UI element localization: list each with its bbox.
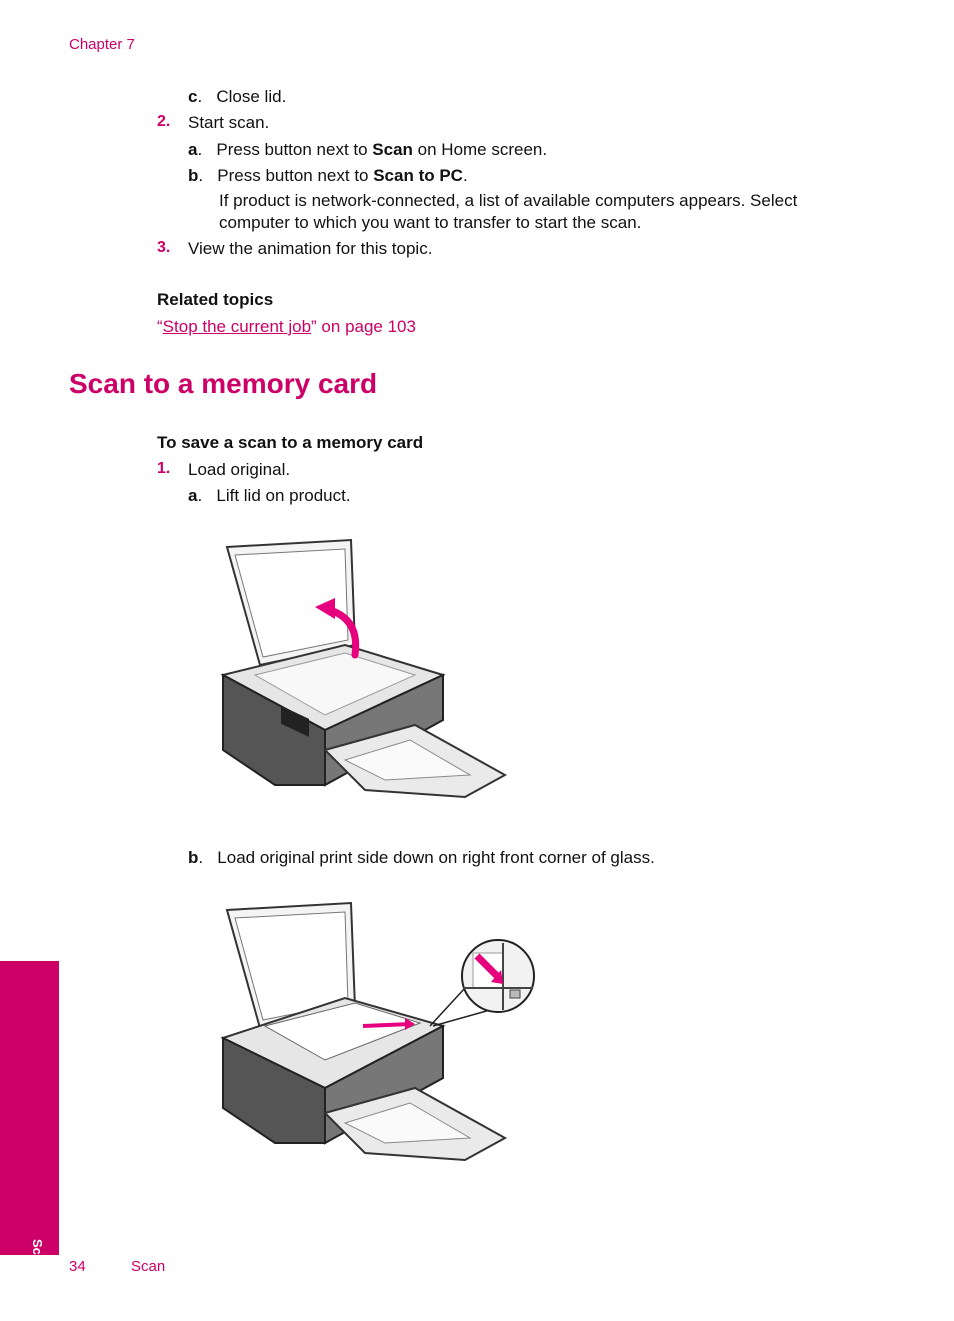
step-3-number: 3. xyxy=(157,239,171,256)
section-substep-b: b. Load original print side down on righ… xyxy=(188,848,655,867)
substep-b: b. Press button next to Scan to PC. xyxy=(188,166,468,185)
link-suffix: ” on page 103 xyxy=(311,317,416,336)
page-number: 34 xyxy=(69,1258,86,1275)
section-substep-a-text: Lift lid on product. xyxy=(216,486,351,505)
printer-load-original-illustration xyxy=(220,901,535,1162)
substep-a-letter: a xyxy=(188,140,198,159)
substep-b-pre: Press button next to xyxy=(217,166,374,185)
step-1-number: 1. xyxy=(157,460,171,477)
section-substep-b-text: Load original print side down on right f… xyxy=(217,848,655,867)
substep-b-post: . xyxy=(462,166,468,185)
substep-a-pre: Press button next to xyxy=(216,140,373,159)
sidebar-label: Scan xyxy=(30,1239,45,1271)
step-c: c. Close lid. xyxy=(188,87,287,106)
substep-a-post: on Home screen. xyxy=(412,140,548,159)
related-topics-heading: Related topics xyxy=(157,290,274,309)
substep-a: a. Press button next to Scan on Home scr… xyxy=(188,140,548,159)
step-3-text: View the animation for this topic. xyxy=(188,239,433,258)
footer-section-name: Scan xyxy=(131,1258,166,1275)
chapter-header: Chapter 7 xyxy=(69,36,135,53)
procedure-heading: To save a scan to a memory card xyxy=(157,433,424,452)
substep-b-bold: Scan to PC xyxy=(373,166,463,185)
substep-b-letter: b xyxy=(188,166,199,185)
substep-a-bold: Scan xyxy=(372,140,413,159)
printer-lid-open-illustration xyxy=(220,538,507,799)
related-topic-link[interactable]: “Stop the current job” on page 103 xyxy=(157,316,416,338)
step-2-text: Start scan. xyxy=(188,113,270,132)
section-substep-b-letter: b xyxy=(188,848,199,867)
section-title: Scan to a memory card xyxy=(69,368,378,399)
section-substep-a-letter: a xyxy=(188,486,198,505)
step-2-number: 2. xyxy=(157,113,171,130)
step-1-text: Load original. xyxy=(188,460,291,479)
substep-b-note-line2: computer to which you want to transfer t… xyxy=(219,213,642,232)
link-open-quote: “ xyxy=(157,317,163,336)
section-substep-a: a. Lift lid on product. xyxy=(188,486,351,505)
step-c-letter: c xyxy=(188,87,198,106)
step-c-text: Close lid. xyxy=(216,87,287,106)
substep-b-note-line1: If product is network-connected, a list … xyxy=(219,191,798,210)
link-text[interactable]: Stop the current job xyxy=(162,317,312,336)
sidebar-section-tab: Scan xyxy=(0,961,59,1270)
